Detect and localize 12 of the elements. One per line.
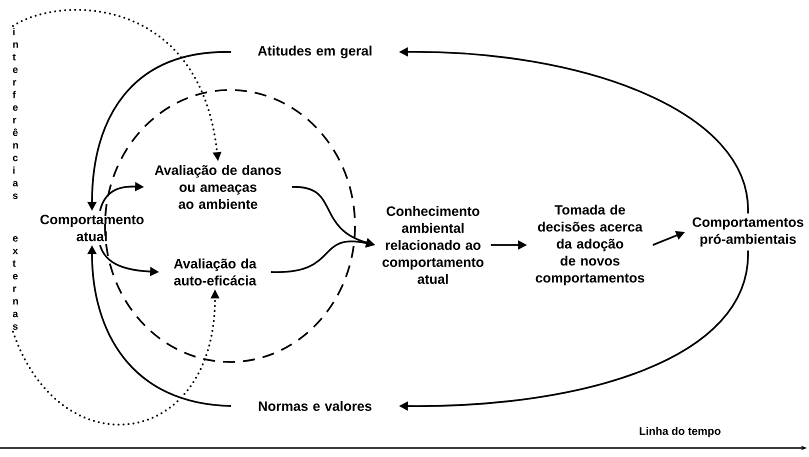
vertical-text: interferências externas bbox=[12, 28, 18, 330]
axis-label: Linha do tempo bbox=[640, 426, 720, 438]
dotted-arrow bbox=[12, 9, 222, 162]
concept-label: Comportamentos pró-ambientais bbox=[692, 217, 804, 247]
dotted-arrow bbox=[12, 289, 220, 426]
concept-label: Conhecimento ambiental relacionado ao comportamento atual bbox=[382, 206, 484, 284]
concept-label: Tomada de decisões acerca da adoção de novos comportamentos bbox=[536, 204, 644, 286]
concept-label: Normas e valores bbox=[258, 401, 372, 411]
concept-label: Atitudes em geral bbox=[258, 46, 372, 58]
concept-label: Comportamento atual bbox=[40, 214, 144, 242]
concept-label: Avaliação da auto-eficácia bbox=[174, 258, 256, 286]
concept-label: Avaliação de danos ou ameaças ao ambiente bbox=[154, 165, 281, 209]
